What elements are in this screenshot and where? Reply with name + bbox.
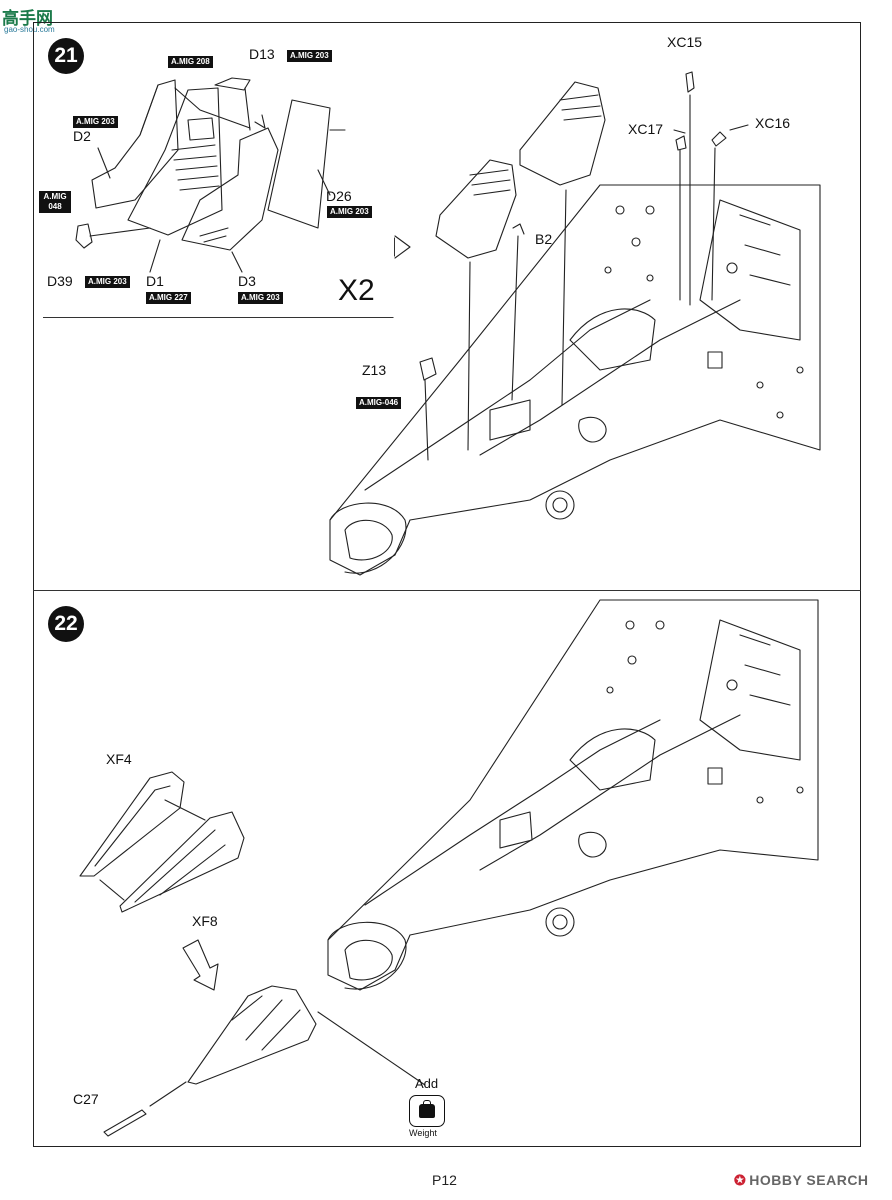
page-frame xyxy=(33,22,861,1147)
step-number-21: 21 xyxy=(48,38,84,74)
part-label-xc16: XC16 xyxy=(755,115,791,131)
part-label-b2: B2 xyxy=(535,231,553,247)
paint-tag-227: A.MIG 227 xyxy=(146,292,191,304)
paint-tag-d26: A.MIG 203 xyxy=(327,206,372,218)
part-label-d2: D2 xyxy=(73,128,91,144)
paint-tag-d13: A.MIG 203 xyxy=(287,50,332,62)
paint-tag-046: A.MIG-046 xyxy=(356,397,402,409)
part-label-d3: D3 xyxy=(238,273,256,289)
part-label-d26: D26 xyxy=(326,188,352,204)
step-divider xyxy=(33,590,861,591)
part-label-d39: D39 xyxy=(47,273,73,289)
part-label-d13: D13 xyxy=(249,46,275,62)
paint-tag-d2: A.MIG 203 xyxy=(73,116,118,128)
canopy-assembled xyxy=(187,985,317,1085)
inset-multiplier: X2 xyxy=(338,274,375,307)
part-label-d1: D1 xyxy=(146,273,164,289)
paint-tag-d3: A.MIG 203 xyxy=(238,292,283,304)
fuselage-step21 xyxy=(329,184,821,576)
seat-exploded-view xyxy=(75,77,346,273)
weight-label: Weight xyxy=(409,1128,437,1138)
arrow-down-icon xyxy=(182,939,219,991)
canopy-exploded xyxy=(79,771,245,913)
part-label-xc15: XC15 xyxy=(667,34,703,50)
step-number-22: 22 xyxy=(48,606,84,642)
fuselage-step22 xyxy=(327,599,819,991)
weight-icon xyxy=(409,1095,445,1127)
part-label-xf4: XF4 xyxy=(106,751,132,767)
page-number: P12 xyxy=(432,1172,457,1188)
watermark-url: gao-shou.com xyxy=(4,25,55,34)
watermark-hobby-search: ✪HOBBY SEARCH xyxy=(734,1172,869,1188)
part-label-c27: C27 xyxy=(73,1091,99,1107)
watermark-hobby-search-text: HOBBY SEARCH xyxy=(749,1172,869,1188)
seats-above-cockpit xyxy=(419,71,749,461)
paint-tag-208: A.MIG 208 xyxy=(168,56,213,68)
paint-tag-d39: A.MIG 203 xyxy=(85,276,130,288)
paint-tag-048: A.MIG 048 xyxy=(39,191,71,213)
part-label-xc17: XC17 xyxy=(628,121,664,137)
add-label: Add xyxy=(415,1076,439,1091)
part-label-xf8: XF8 xyxy=(192,913,218,929)
watermark-logo: 高手网 xyxy=(2,9,53,28)
part-label-z13: Z13 xyxy=(362,362,387,378)
